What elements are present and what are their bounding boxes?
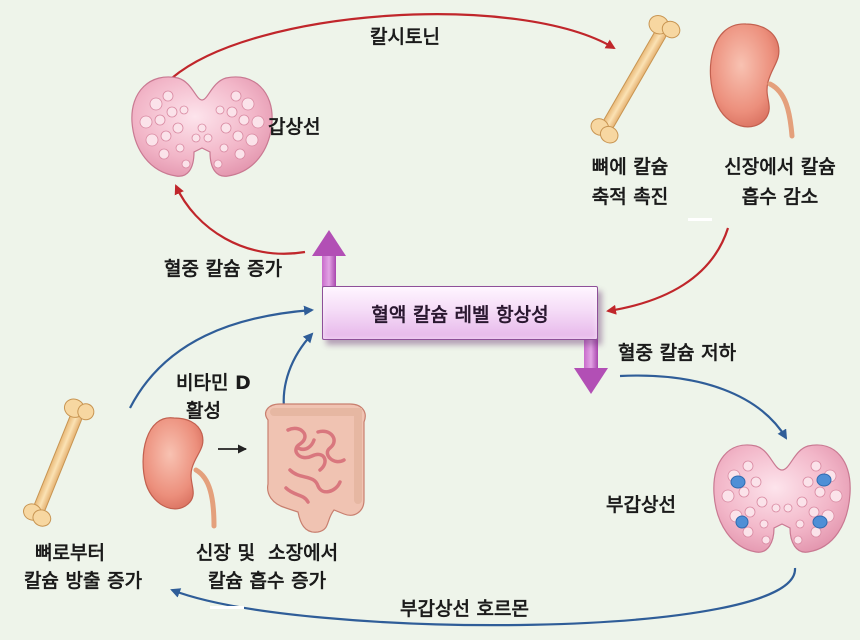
bone-deposit-label-line2: 축적 촉진: [591, 186, 669, 208]
blood-calcium-increase-label: 혈중 칼슘 증가: [164, 258, 283, 280]
kidney-icon-bottom: [142, 417, 217, 529]
vitamin-d-label-line1: 비타민 D: [176, 372, 251, 394]
blood-calcium-decrease-label: 혈중 칼슘 저하: [618, 342, 737, 364]
decrease-purple-arrow: [574, 338, 608, 394]
calcitonin-arrow: [171, 13, 616, 79]
bone-to-center-arrow: [129, 305, 314, 409]
bone-icon: [590, 15, 681, 144]
intestine-to-center-arrow: [282, 332, 314, 409]
divider-mark: [688, 218, 712, 221]
intestine-icon: [265, 403, 366, 533]
bone-icon-left: [23, 398, 95, 527]
kidney-intestine-absorb-label-line1: 신장 및 소장에서: [195, 542, 339, 564]
calcitonin-label: 칼시토닌: [370, 26, 440, 48]
bone-deposit-label-line1: 뼈에 칼슘: [591, 156, 669, 178]
to-parathyroid-arrow: [619, 374, 788, 440]
divider-mark-bottom: [210, 606, 244, 609]
thyroid-label: 갑상선: [268, 116, 321, 138]
bone-release-label-line1: 뼈로부터: [35, 542, 105, 564]
increase-purple-arrow: [312, 230, 346, 288]
kidney-intestine-absorb-label-line2: 칼슘 흡수 증가: [207, 570, 327, 592]
vitamin-d-label-line2: 활성: [186, 400, 221, 422]
pth-label: 부갑상선 호르몬: [400, 598, 529, 620]
kidney-reabsorb-label-line2: 흡수 감소: [741, 186, 819, 208]
center-homeostasis-box: 혈액 칼슘 레벨 항상성: [322, 286, 598, 340]
to-thyroid-arrow: [174, 184, 306, 255]
feedback-to-center-arrow: [606, 227, 730, 315]
pth-arrow: [170, 567, 797, 627]
kidney-icon: [709, 23, 795, 139]
parathyroid-gland-icon: [713, 444, 851, 553]
parathyroid-label: 부갑상선: [606, 494, 676, 516]
thyroid-gland-icon: [131, 76, 273, 177]
bone-release-label-line2: 칼슘 방출 증가: [23, 570, 143, 592]
center-homeostasis-label: 혈액 칼슘 레벨 항상성: [371, 303, 549, 326]
kidney-reabsorb-label-line1: 신장에서 칼슘: [724, 156, 836, 178]
